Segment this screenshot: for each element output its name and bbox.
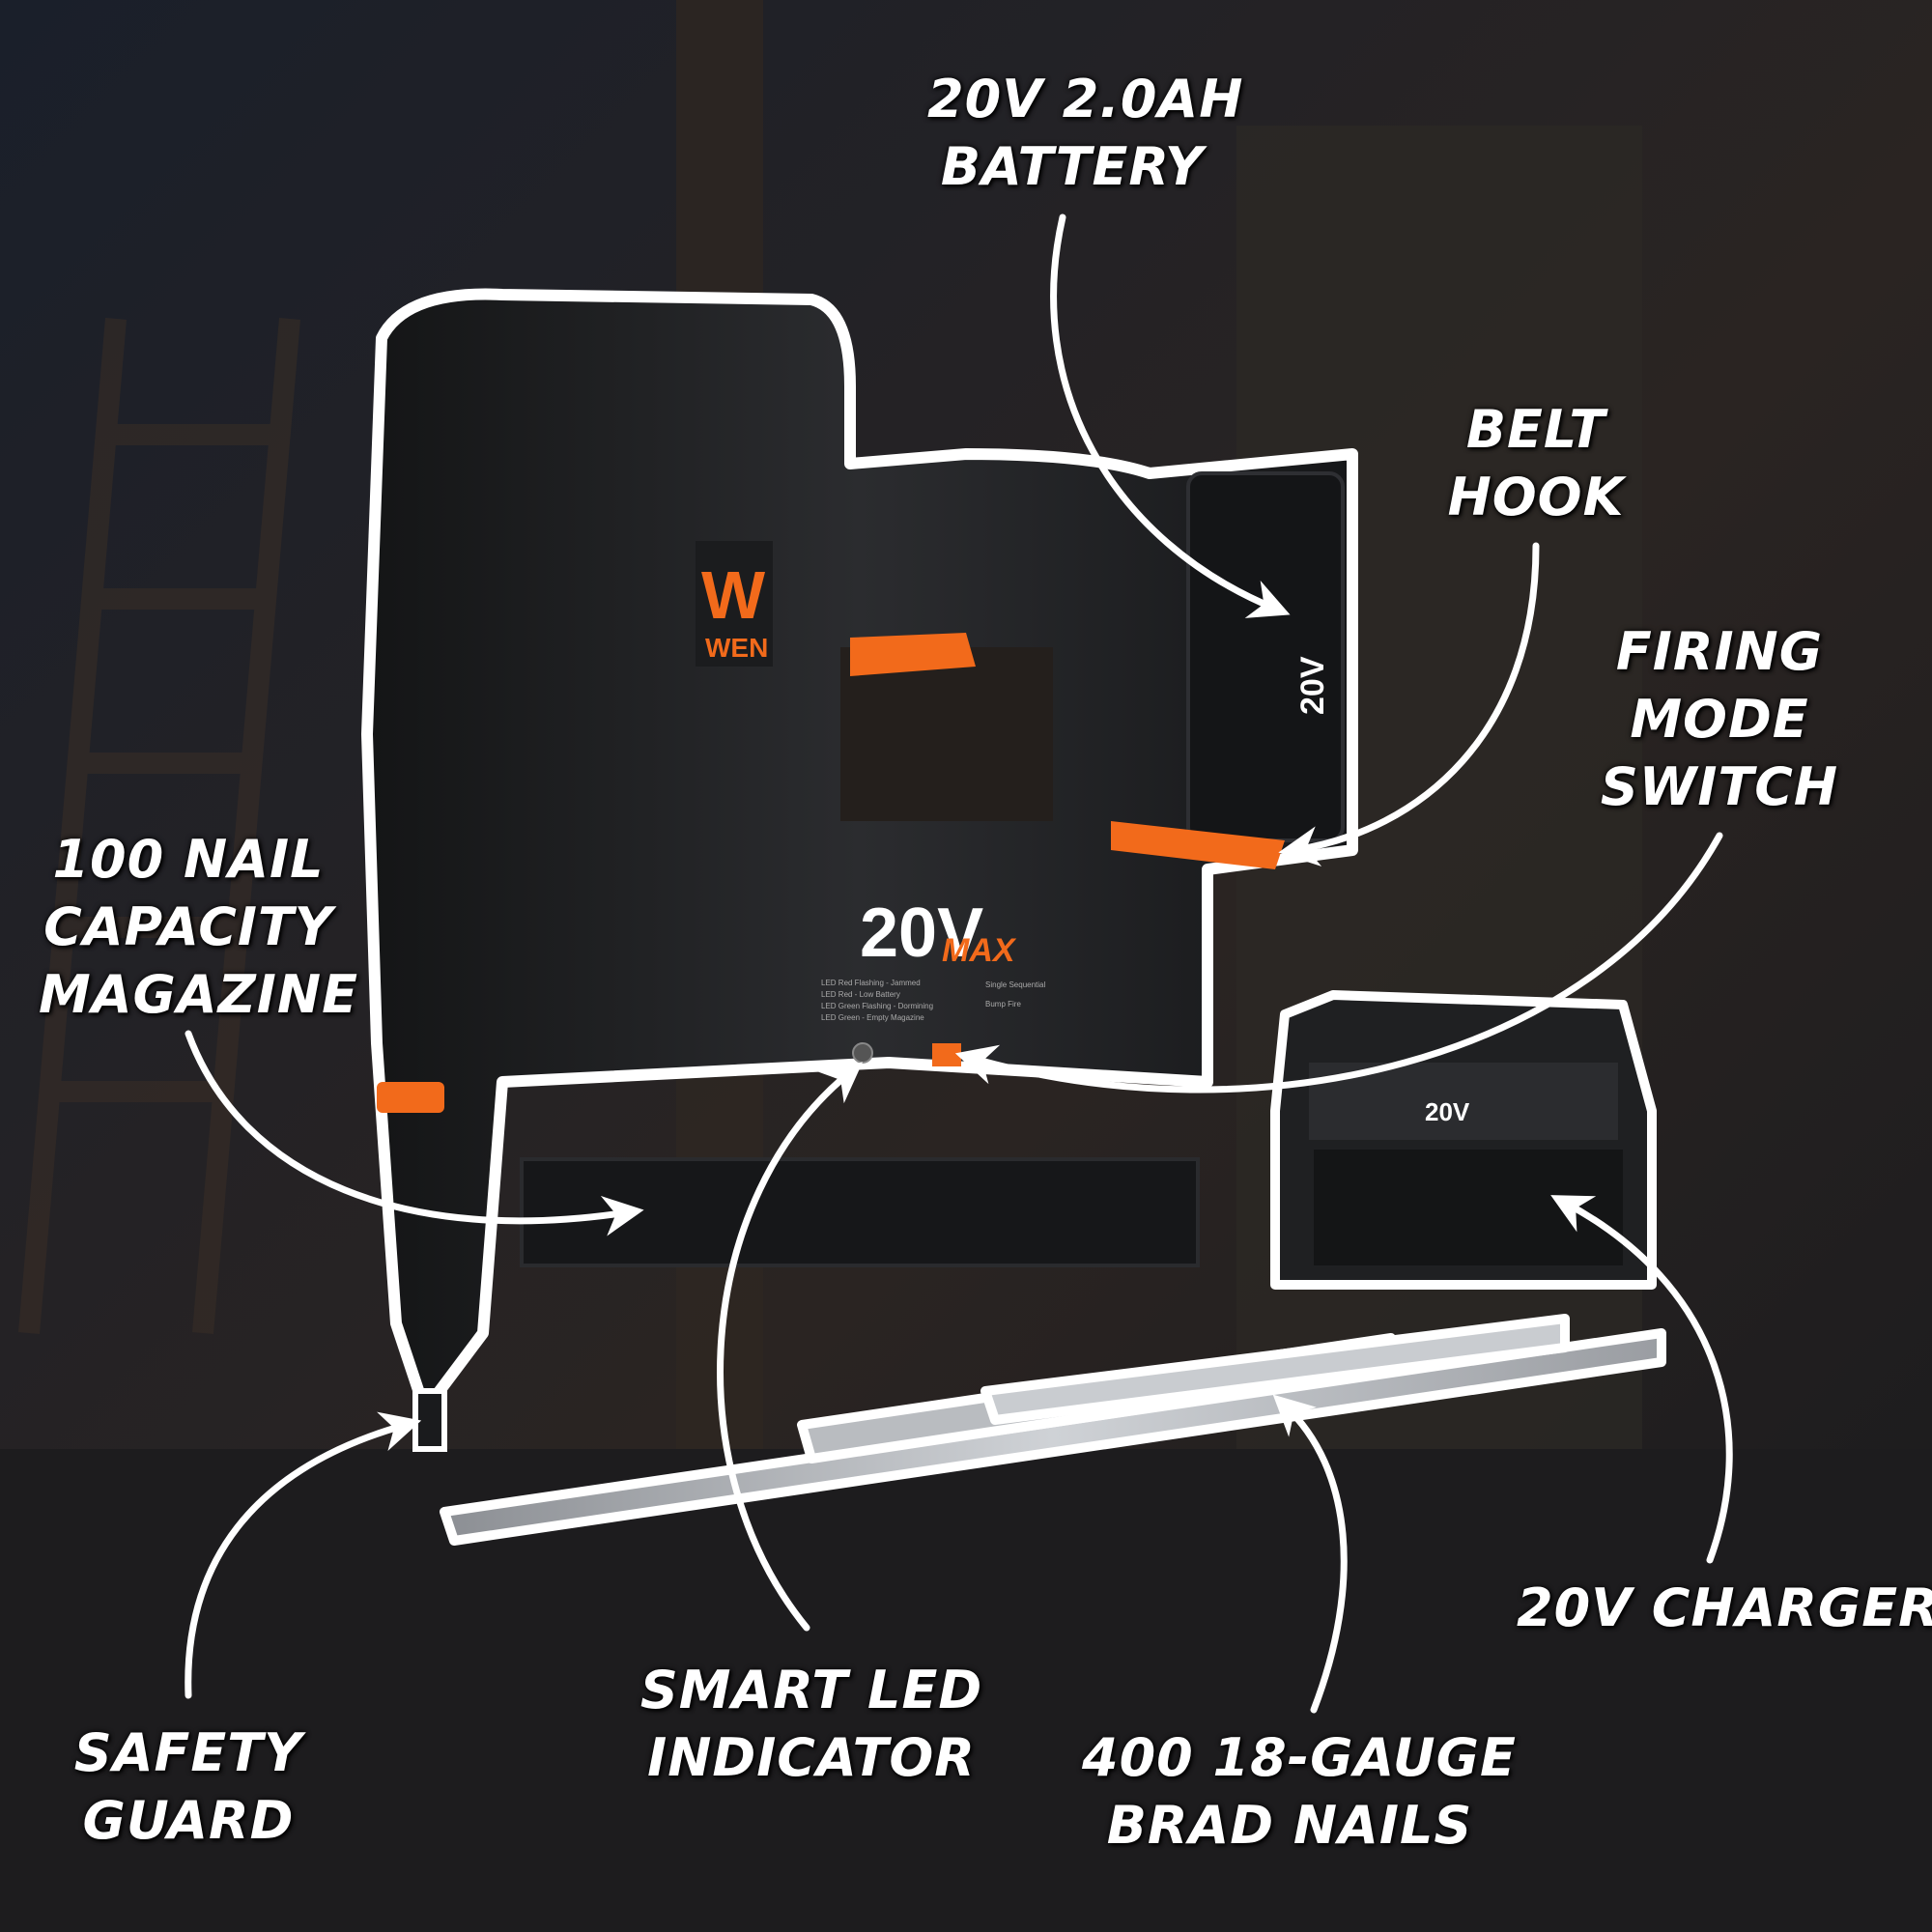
callout-smart-led: SMART LED INDICATOR (638, 1657, 985, 1792)
callout-belt-hook: BELT HOOK (1420, 396, 1652, 531)
led-indicator (852, 1042, 873, 1064)
callout-line: MODE (1630, 689, 1809, 750)
led-legend-line: LED Red - Low Battery (821, 990, 900, 999)
safety-guard (412, 1388, 447, 1452)
callout-magazine: 100 NAIL CAPACITY MAGAZINE (39, 826, 358, 1029)
arrow-safety-guard (185, 1411, 422, 1699)
callout-line: BELT (1465, 399, 1606, 460)
mode-legend-line: Bump Fire (985, 1000, 1021, 1009)
trigger (850, 633, 976, 676)
callout-firing-mode: FIRING MODE SWITCH (1594, 618, 1845, 821)
nailer-body (361, 288, 1358, 1416)
belt-hook (1111, 821, 1285, 869)
arrow-firing-mode (954, 832, 1723, 1094)
callout-line: SMART LED (639, 1660, 983, 1720)
callout-line: CAPACITY (43, 896, 333, 957)
led-legend-line: LED Green - Empty Magazine (821, 1013, 924, 1022)
handle-opening (840, 647, 1053, 821)
callout-line: 20V CHARGER (1517, 1577, 1932, 1638)
callout-line: INDICATOR (647, 1727, 976, 1788)
callout-line: GUARD (82, 1790, 295, 1851)
svg-text:WEN: WEN (705, 633, 768, 663)
callout-line: BRAD NAILS (1106, 1795, 1473, 1856)
arrow-charger (1550, 1195, 1733, 1564)
callout-line: 100 NAIL (52, 829, 325, 890)
arrow-battery (1050, 213, 1291, 618)
callout-line: SAFETY (73, 1722, 303, 1783)
led-legend-line: LED Red Flashing - Jammed (821, 979, 921, 987)
led-legend: LED Red Flashing - Jammed LED Red - Low … (821, 979, 1045, 1022)
ladder (18, 318, 300, 1334)
callout-line: 20V 2.0AH (927, 69, 1244, 129)
battery-badge: 20V (1294, 656, 1331, 715)
brad-nail-strips (440, 1314, 1666, 1546)
arrow-smart-led (717, 1062, 864, 1632)
magazine-latch (377, 1082, 444, 1113)
callout-line: 400 18-GAUGE (1082, 1727, 1517, 1788)
callout-battery: 20V 2.0AH BATTERY (927, 66, 1244, 201)
callout-line: FIRING (1615, 621, 1824, 682)
callout-line: HOOK (1447, 467, 1625, 527)
callout-line: BATTERY (940, 136, 1205, 197)
tool-badge-suffix: MAX (942, 932, 1017, 969)
floor (0, 1449, 1932, 1932)
svg-text:W: W (701, 557, 765, 633)
callout-safety-guard: SAFETY GUARD (58, 1719, 319, 1855)
arrow-belt-hook (1278, 542, 1540, 867)
callout-line: SWITCH (1600, 756, 1839, 817)
arrow-magazine (185, 1030, 644, 1236)
callout-line: MAGAZINE (39, 964, 358, 1025)
wen-logo: W WEN (696, 541, 773, 667)
callout-brad-nails: 400 18-GAUGE BRAD NAILS (1082, 1724, 1517, 1860)
firing-mode-switch (932, 1043, 961, 1066)
charger (1270, 990, 1657, 1290)
tool-badge: 20V (860, 895, 983, 972)
mode-legend-line: Single Sequential (985, 980, 1045, 989)
charger-badge: 20V (1425, 1097, 1470, 1126)
callout-charger: 20V CHARGER (1517, 1575, 1932, 1642)
arrow-brad-nails (1272, 1394, 1348, 1714)
led-legend-line: LED Green Flashing - Dormining (821, 1002, 933, 1010)
